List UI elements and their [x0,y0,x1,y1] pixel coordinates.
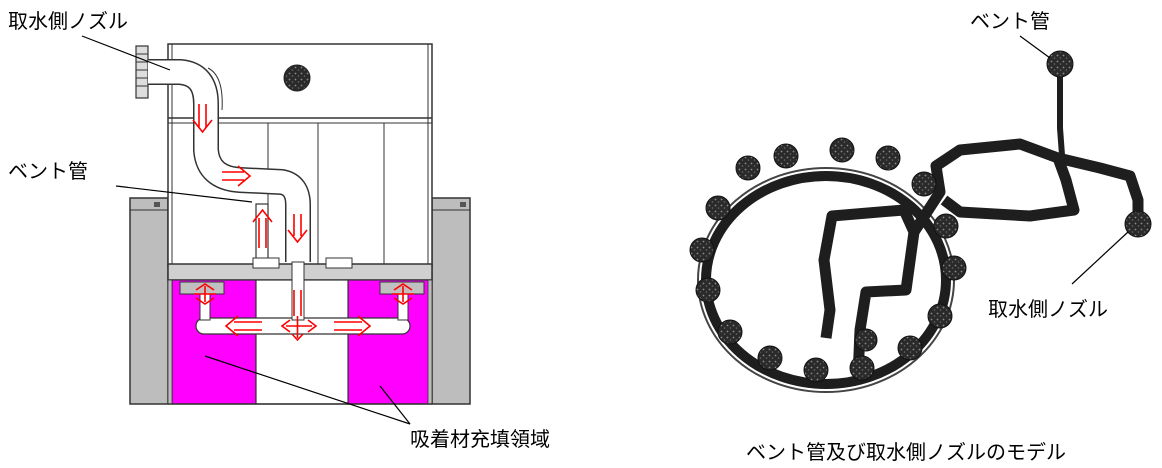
flow-arrow [287,214,308,244]
right-gray-panel [431,197,471,405]
pipe-3d-model [697,66,1144,393]
figure-caption-right: ベント管及び取水側ノズルのモデル [746,440,1066,464]
leader-lines-right [1019,35,1129,285]
tank-cross-section [129,43,471,405]
label-intake-nozzle-left: 取水側ノズル [8,9,128,33]
flow-arrow [293,290,302,316]
flow-arrow [392,283,414,305]
nozzle-caps [689,50,1152,383]
label-intake-nozzle-right: 取水側ノズル [988,297,1108,321]
port-hatch [283,64,311,92]
label-vent-pipe-right: ベント管 [970,9,1050,33]
inner-pipe [818,204,920,379]
flow-arrow [192,104,213,134]
adsorbent-region-left [171,279,257,405]
flow-arrow [194,283,216,305]
flow-arrow [222,165,252,187]
label-vent-pipe-left: ベント管 [8,159,88,183]
adsorbent-region-right [347,279,433,405]
flow-arrow [334,315,372,337]
intake-nozzle-cap [1124,210,1152,238]
flow-arrows [192,104,414,342]
label-adsorbent-region: 吸着材充填領域 [410,427,550,451]
leader-lines-left [81,35,411,425]
flow-arrow [252,208,273,248]
left-gray-panel [129,197,169,405]
flow-arrow [280,316,318,342]
vent-pipe-cap [1046,50,1074,78]
flow-arrow [224,315,262,337]
vent-pipe-riser [1057,66,1067,183]
